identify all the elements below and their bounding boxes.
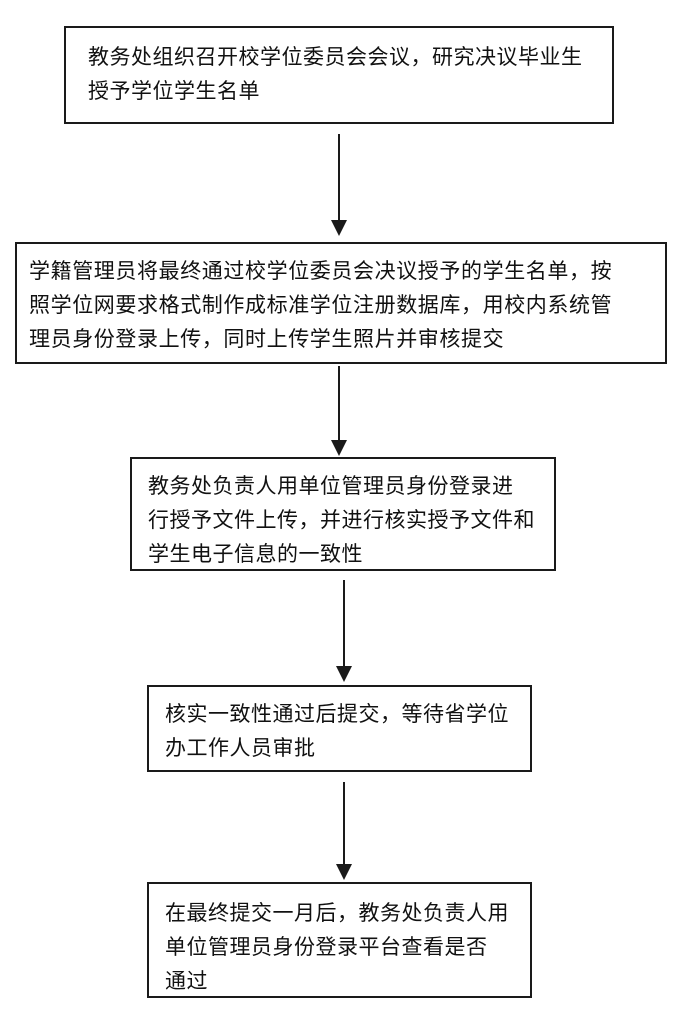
flow-step-4-box: 核实一致性通过后提交，等待省学位 办工作人员审批 (147, 685, 532, 772)
flow-arrow-3-to-4 (336, 580, 352, 682)
flow-step-2-box: 学籍管理员将最终通过校学位委员会决议授予的学生名单，按 照学位网要求格式制作成标… (15, 242, 667, 364)
flow-arrow-4-to-5 (336, 782, 352, 880)
flow-arrow-2-to-3 (331, 366, 347, 456)
flow-step-1-text: 教务处组织召开校学位委员会会议，研究决议毕业生 授予学位学生名单 (88, 45, 583, 103)
flow-step-3-text: 教务处负责人用单位管理员身份登录进 行授予文件上传，并进行核实授予文件和 学生电… (148, 474, 535, 566)
flow-step-5-box: 在最终提交一月后，教务处负责人用 单位管理员身份登录平台查看是否 通过 (147, 882, 532, 998)
flow-step-2-text: 学籍管理员将最终通过校学位委员会决议授予的学生名单，按 照学位网要求格式制作成标… (29, 259, 613, 351)
flow-step-4-text: 核实一致性通过后提交，等待省学位 办工作人员审批 (165, 702, 509, 760)
flow-step-3-box: 教务处负责人用单位管理员身份登录进 行授予文件上传，并进行核实授予文件和 学生电… (130, 457, 556, 571)
flow-arrow-1-to-2 (331, 134, 347, 236)
flow-step-5-text: 在最终提交一月后，教务处负责人用 单位管理员身份登录平台查看是否 通过 (165, 901, 509, 993)
flow-step-1-box: 教务处组织召开校学位委员会会议，研究决议毕业生 授予学位学生名单 (64, 26, 614, 124)
